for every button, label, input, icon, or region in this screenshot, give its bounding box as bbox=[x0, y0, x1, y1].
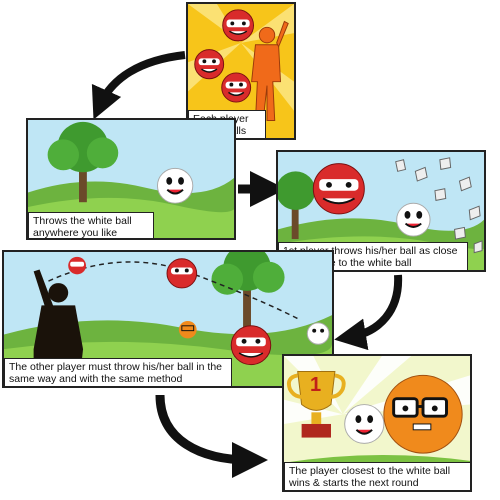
step-5-panel: 1 The player closest to the white ball w… bbox=[282, 354, 472, 492]
red-ball-icon bbox=[221, 72, 252, 103]
step-2-caption: Throws the white ball anywhere you like bbox=[28, 212, 154, 238]
orange-ball-icon bbox=[178, 320, 197, 339]
white-ball-icon bbox=[396, 202, 431, 237]
tree-icon bbox=[47, 121, 119, 203]
step-3-panel: 1st player throws his/her ball as close … bbox=[276, 150, 486, 272]
red-ball-icon bbox=[194, 49, 225, 80]
step-4-caption: The other player must throw his/her ball… bbox=[4, 358, 232, 386]
tree-icon bbox=[211, 252, 285, 330]
red-ball-icon bbox=[68, 256, 86, 275]
white-ball-icon bbox=[306, 322, 330, 345]
red-ball-icon bbox=[166, 258, 198, 289]
trophy-number: 1 bbox=[310, 374, 322, 396]
curved-arrow-icon bbox=[91, 51, 186, 120]
trophy-icon bbox=[286, 371, 346, 438]
white-ball-icon bbox=[344, 404, 385, 444]
step-2-panel: Throws the white ball anywhere you like bbox=[26, 118, 236, 240]
tree-icon bbox=[278, 171, 316, 240]
player-figure-icon bbox=[251, 20, 289, 122]
curved-arrow-icon bbox=[155, 394, 268, 478]
step-5-caption: The player closest to the white ball win… bbox=[284, 462, 470, 490]
red-ball-icon bbox=[312, 163, 365, 215]
red-ball-icon bbox=[222, 9, 255, 42]
orange-ball-icon bbox=[383, 374, 463, 454]
white-ball-icon bbox=[156, 167, 194, 204]
step-1-panel: Each player gets 3 balls bbox=[186, 2, 296, 140]
step-4-panel: The other player must throw his/her ball… bbox=[2, 250, 334, 388]
red-ball-icon bbox=[230, 325, 272, 366]
curved-arrow-icon bbox=[334, 274, 403, 351]
